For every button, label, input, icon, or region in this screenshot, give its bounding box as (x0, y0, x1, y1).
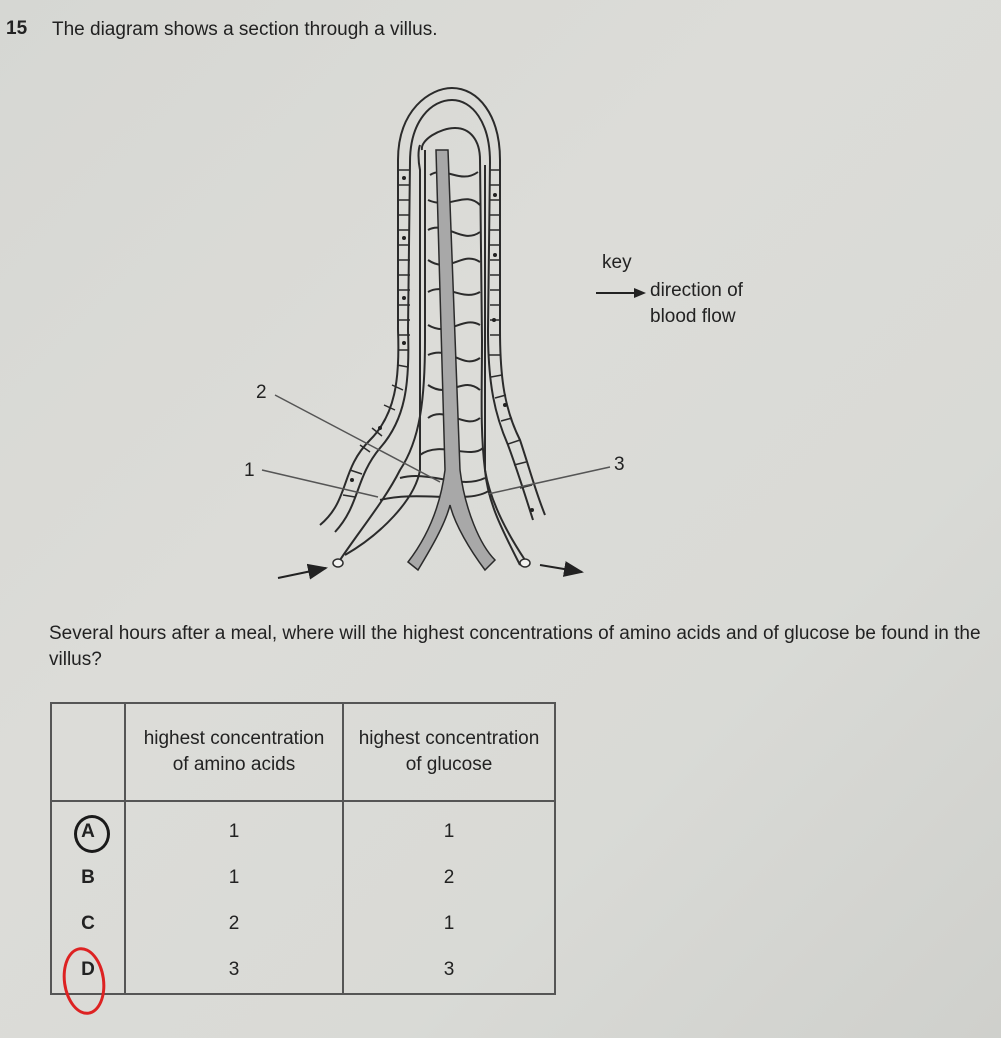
amino-value: 2 (124, 901, 344, 947)
answer-table: highest concentration of amino acids hig… (50, 702, 556, 1018)
question-number: 15 (6, 18, 28, 39)
glucose-value: 1 (342, 800, 556, 855)
black-circle-mark-icon (74, 815, 111, 853)
glucose-value: 2 (342, 855, 556, 901)
nuclei (350, 176, 534, 512)
header-amino-acids: highest concentration of amino acids (124, 702, 344, 802)
key-label-line1: direction of (650, 280, 743, 301)
lacteal (406, 149, 497, 572)
glucose-value: 3 (342, 947, 556, 995)
option-letter[interactable]: D (58, 944, 110, 1018)
question-prompt: Several hours after a meal, where will t… (49, 623, 981, 670)
answer-row-b[interactable]: B 1 2 (50, 855, 556, 901)
answer-row-a[interactable]: A 1 1 (50, 800, 556, 855)
answer-row-c[interactable]: C 2 1 (50, 901, 556, 947)
label-3: 3 (614, 454, 625, 475)
answer-row-d[interactable]: D 3 3 (50, 944, 556, 1018)
amino-value: 1 (124, 800, 344, 855)
blood-flow-out-arrow (539, 561, 584, 577)
amino-value: 1 (124, 855, 344, 901)
epithelium (319, 86, 546, 533)
header-glucose: highest concentration of glucose (342, 702, 556, 802)
key-title: key (602, 252, 632, 273)
right-arrow-icon (596, 288, 646, 298)
label-2: 2 (256, 382, 267, 403)
villus-diagram (261, 86, 611, 580)
capillary-network (339, 126, 526, 566)
header-empty (50, 702, 126, 802)
label-1: 1 (244, 460, 255, 481)
blood-flow-in-arrow (277, 563, 328, 580)
red-circle-mark-icon (58, 944, 110, 1018)
option-letter[interactable]: B (81, 867, 95, 888)
option-letter[interactable]: C (81, 913, 95, 934)
glucose-value: 1 (342, 901, 556, 947)
option-letter[interactable]: A (74, 815, 111, 853)
amino-value: 3 (124, 947, 344, 995)
question-title: The diagram shows a section through a vi… (52, 19, 438, 40)
key-label-line2: blood flow (650, 306, 736, 327)
